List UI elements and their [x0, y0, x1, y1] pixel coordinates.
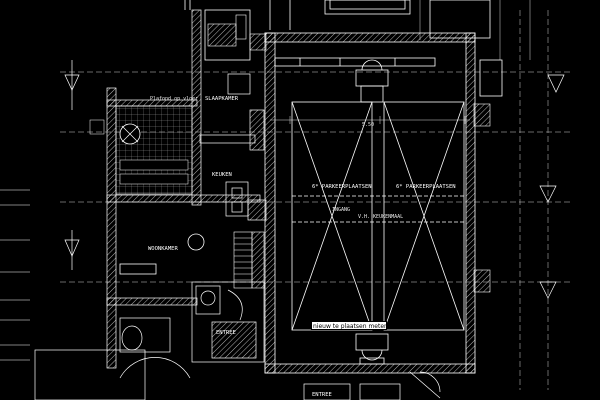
entrance-area [34, 281, 441, 400]
axis-markers-left [64, 60, 565, 299]
hatch-note-label: Plafond op vloer [150, 96, 198, 102]
room-label-entree: ENTREE [216, 330, 236, 336]
dimension-label: 5.50 [362, 122, 374, 128]
entrance-label: INGANG [332, 207, 350, 213]
parking-bays [291, 101, 465, 331]
living-room-furniture [119, 233, 205, 275]
staircase [233, 231, 265, 289]
parking-label-right: 6* PARKEERPLAATSEN [396, 184, 456, 190]
dimension-chain-top [270, 0, 531, 124]
columns [355, 59, 389, 365]
garage-walls [249, 32, 503, 374]
bathroom [89, 105, 193, 195]
room-label-entree-bottom: ENTREE [312, 392, 332, 398]
top-light-bar [274, 57, 436, 67]
parking-label-left: 6* PARKEERPLAATSEN [312, 184, 372, 190]
meter-cabinet-note: nieuw te plaatsen meterkast [311, 321, 387, 330]
house-walls [106, 9, 261, 369]
room-label-woonkamer: WOONKAMER [148, 246, 178, 252]
room-label-keuken: KEUKEN [212, 172, 232, 178]
left-margin-marks [0, 189, 30, 361]
room-label-slaapkamer: SLAAPKAMER [205, 96, 239, 102]
kitchen [199, 73, 267, 221]
height-label: V.H. KEUKENMAAL [358, 214, 403, 220]
